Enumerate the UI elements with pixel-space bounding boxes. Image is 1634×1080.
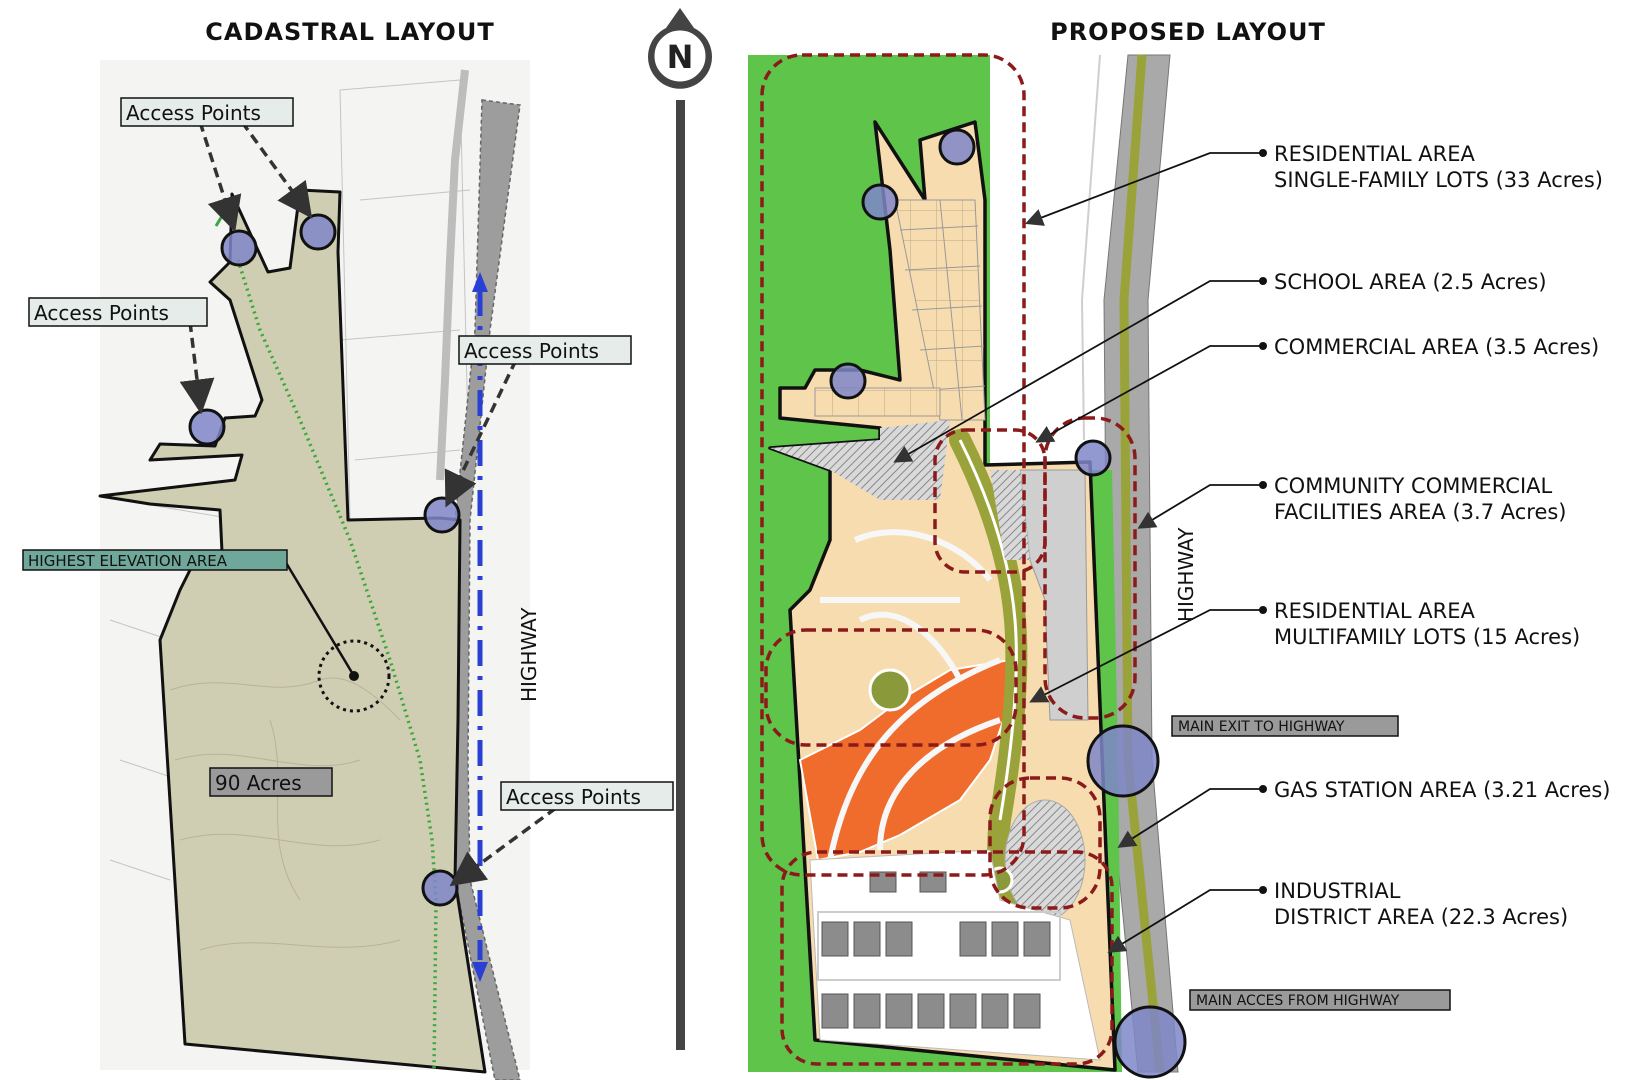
north-arrow-icon: N	[648, 8, 712, 1050]
access-leader-arrows	[179, 120, 558, 887]
industrial-loop-road	[817, 911, 1061, 981]
main-exit-label: MAIN EXIT TO HIGHWAY	[1171, 715, 1399, 737]
proposed-layout-title: PROPOSED LAYOUT	[1050, 18, 1326, 46]
access-circle-4	[423, 496, 461, 534]
access-circle-1	[220, 229, 258, 267]
svg-text:Access Points: Access Points	[506, 785, 641, 809]
svg-text:MULTIFAMILY LOTS (15 Acres): MULTIFAMILY LOTS (15 Acres)	[1274, 625, 1580, 649]
svg-text:MAIN ACCES FROM HIGHWAY: MAIN ACCES FROM HIGHWAY	[1196, 993, 1400, 1009]
cadastral-layout-title: CADASTRAL LAYOUT	[205, 18, 494, 46]
elevation-label: HIGHEST ELEVATION AREA	[22, 549, 288, 571]
access-circle-r1	[938, 128, 976, 166]
main-access-circle	[1113, 1005, 1187, 1079]
zone-multifamily	[764, 628, 1018, 747]
highway-median	[1119, 54, 1165, 1073]
main-access-label: MAIN ACCES FROM HIGHWAY	[1189, 989, 1451, 1011]
internal-roads	[820, 529, 1002, 861]
zone-industrial	[780, 850, 1114, 1066]
access-circle-2	[299, 213, 337, 251]
legend-item-commercial: COMMERCIAL AREA (3.5 Acres)	[1274, 335, 1599, 359]
zone-gas-station	[988, 776, 1102, 910]
park-roundabout	[868, 668, 912, 712]
local-road	[436, 69, 469, 481]
svg-text:GAS STATION AREA (3.21 Acres): GAS STATION AREA (3.21 Acres)	[1274, 778, 1611, 802]
access-circle-r3	[829, 362, 867, 400]
svg-text:INDUSTRIAL: INDUSTRIAL	[1274, 879, 1401, 903]
svg-text:RESIDENTIAL AREA: RESIDENTIAL AREA	[1274, 599, 1476, 623]
elevation-leader-line	[280, 555, 356, 677]
zone-boundaries	[760, 53, 1137, 1066]
legend: RESIDENTIAL AREA SINGLE-FAMILY LOTS (33 …	[1274, 142, 1611, 929]
zone-commercial	[933, 428, 1047, 574]
center-divider	[676, 100, 685, 1050]
access-circle-3	[188, 408, 226, 446]
access-circle-5	[421, 869, 459, 907]
svg-text:COMMERCIAL AREA (3.5 Acres): COMMERCIAL AREA (3.5 Acres)	[1274, 335, 1599, 359]
access-points-proposed	[829, 128, 1187, 1079]
highway-label-left: HIGHWAY	[517, 607, 541, 702]
legend-item-residential-multifamily: RESIDENTIAL AREA MULTIFAMILY LOTS (15 Ac…	[1274, 599, 1580, 649]
service-road-line	[1080, 54, 1101, 441]
svg-text:SINGLE-FAMILY LOTS (33 Acres): SINGLE-FAMILY LOTS (33 Acres)	[1274, 168, 1603, 192]
area-label: 90 Acres	[209, 767, 333, 797]
legend-item-school: SCHOOL AREA (2.5 Acres)	[1274, 270, 1547, 294]
svg-text:MAIN EXIT TO HIGHWAY: MAIN EXIT TO HIGHWAY	[1178, 719, 1345, 735]
access-circle-r2	[861, 183, 899, 221]
legend-item-residential-single: RESIDENTIAL AREA SINGLE-FAMILY LOTS (33 …	[1274, 142, 1603, 192]
highway-label-right: HIGHWAY	[1174, 527, 1198, 622]
legend-item-community-commercial: COMMUNITY COMMERCIAL FACILITIES AREA (3.…	[1274, 474, 1567, 524]
svg-text:SCHOOL AREA (2.5 Acres): SCHOOL AREA (2.5 Acres)	[1274, 270, 1547, 294]
svg-text:Access Points: Access Points	[464, 339, 599, 363]
svg-text:90 Acres: 90 Acres	[215, 771, 302, 795]
access-circle-r4	[1074, 439, 1112, 477]
commercial-area	[990, 470, 1030, 560]
svg-text:HIGHEST ELEVATION AREA: HIGHEST ELEVATION AREA	[28, 552, 228, 570]
highway-direction-arrow	[472, 272, 488, 982]
north-label: N	[667, 38, 694, 76]
legend-item-industrial: INDUSTRIAL DISTRICT AREA (22.3 Acres)	[1274, 879, 1568, 929]
legend-item-gas-station: GAS STATION AREA (3.21 Acres)	[1274, 778, 1611, 802]
access-label-3: Access Points	[458, 335, 632, 365]
access-label-1: Access Points	[120, 97, 294, 127]
svg-text:Access Points: Access Points	[126, 101, 261, 125]
svg-text:FACILITIES AREA (3.7 Acres): FACILITIES AREA (3.7 Acres)	[1274, 500, 1567, 524]
access-label-4: Access Points	[500, 781, 674, 811]
svg-text:Access Points: Access Points	[34, 301, 169, 325]
svg-text:DISTRICT AREA (22.3 Acres): DISTRICT AREA (22.3 Acres)	[1274, 905, 1568, 929]
access-points-cadastral	[188, 213, 461, 907]
proposed-map: HIGHWAY MAIN EXIT TO HIGHWAY MAIN ACCES …	[748, 53, 1451, 1079]
highest-elevation-circle	[317, 639, 391, 713]
outside-area	[990, 55, 1020, 470]
greenway-trail	[958, 439, 1018, 821]
industrial-buildings	[821, 871, 1051, 1029]
main-exit-circle	[1086, 724, 1160, 798]
school-area	[770, 420, 950, 500]
access-label-2: Access Points	[28, 297, 208, 327]
svg-text:COMMUNITY COMMERCIAL: COMMUNITY COMMERCIAL	[1274, 474, 1552, 498]
zone-community-commercial	[1043, 416, 1137, 720]
svg-text:RESIDENTIAL AREA: RESIDENTIAL AREA	[1274, 142, 1476, 166]
legend-leaders	[893, 152, 1262, 953]
legend-dots	[1259, 149, 1267, 894]
single-family-lots-top	[894, 199, 986, 421]
cadastral-map: Access Points Access Points Access Point…	[22, 60, 674, 1080]
zone-residential-single	[760, 53, 1026, 877]
